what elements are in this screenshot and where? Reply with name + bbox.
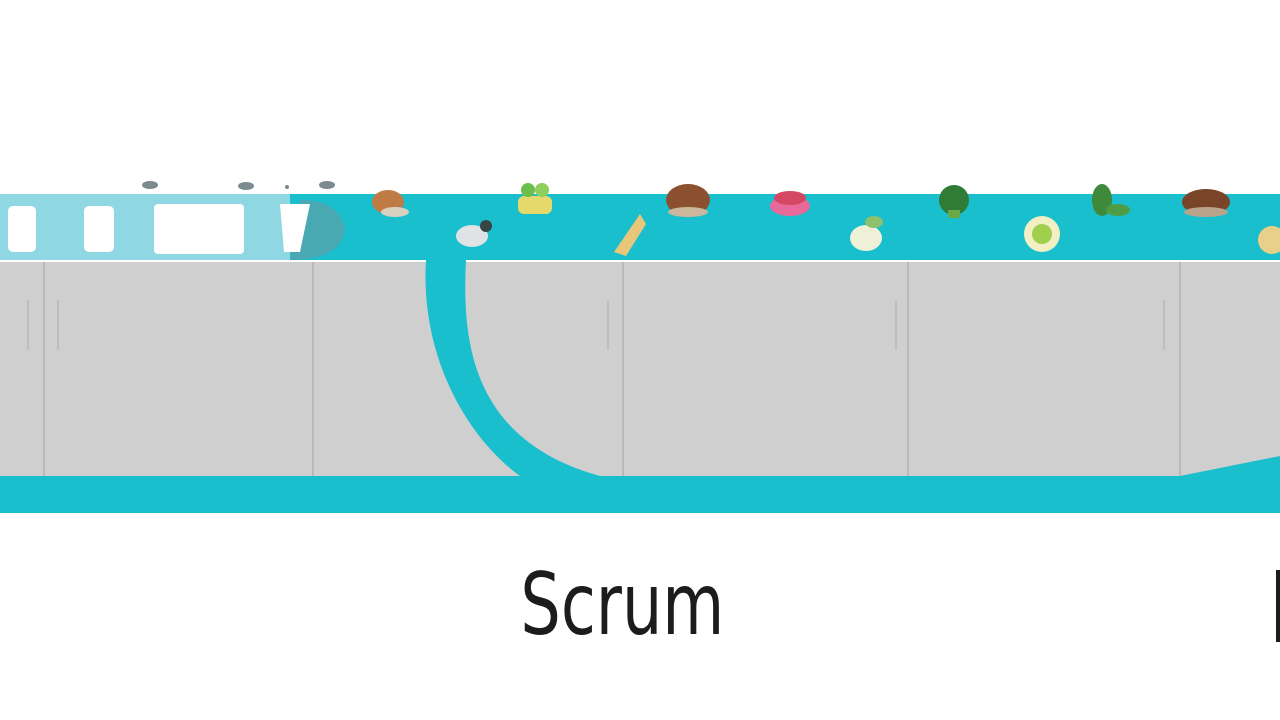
caption-title: Scrum: [520, 555, 725, 655]
roast-icon: [666, 184, 710, 217]
corn-icon: [614, 214, 646, 256]
edge-text-fragment: [1276, 570, 1280, 642]
lettuce-icon: [1024, 216, 1060, 252]
roast-chicken-icon: [1182, 189, 1230, 217]
spinach-icon: [1092, 184, 1130, 216]
cabinet-row: [0, 262, 1280, 476]
turkey-icon: [372, 190, 409, 217]
corn-icon: [1258, 226, 1280, 254]
cauliflower-icon: [850, 216, 883, 251]
broccoli-icon: [939, 185, 969, 218]
cake-icon: [770, 191, 810, 216]
salad-icon: [518, 183, 552, 214]
small-dishes: [142, 181, 335, 190]
sheep-icon: [456, 220, 492, 247]
